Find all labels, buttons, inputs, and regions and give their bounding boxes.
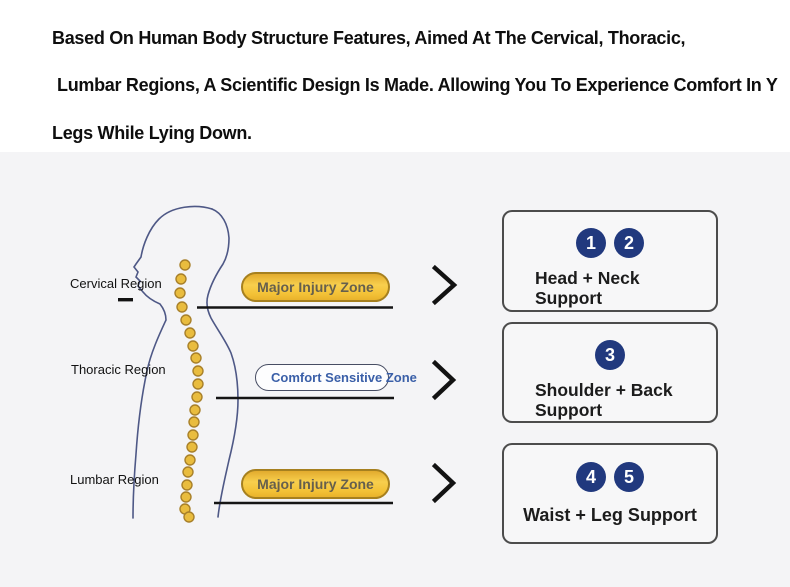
zone-pill-major-injury-cervical: Major Injury Zone (241, 272, 390, 302)
support-card-title: Shoulder + Back Support (504, 380, 716, 421)
support-card-waist-leg: 4 5 Waist + Leg Support (502, 443, 718, 544)
support-card-head-neck: 1 2 Head + Neck Support (502, 210, 718, 312)
number-badge-4: 4 (576, 462, 606, 492)
spine-dots (174, 259, 204, 523)
zone-pill-major-injury-lumbar: Major Injury Zone (241, 469, 390, 499)
chevron-right-icon (431, 359, 457, 401)
number-badges: 4 5 (504, 462, 716, 492)
support-card-title-line2: Support (535, 399, 603, 420)
number-badges: 1 2 (504, 228, 716, 258)
number-badges: 3 (504, 340, 716, 370)
region-label-thoracic: Thoracic Region (71, 362, 166, 377)
region-label-lumbar: Lumbar Region (70, 472, 159, 487)
intro-text-line3: Legs While Lying Down. (52, 123, 252, 143)
support-card-title-line2: Support (535, 287, 603, 308)
intro-text-line1: Based On Human Body Structure Features, … (52, 28, 686, 48)
cervical-dash (118, 298, 133, 302)
number-badge-1: 1 (576, 228, 606, 258)
chevron-right-icon (431, 462, 457, 504)
chevron-right-icon (431, 264, 458, 306)
support-card-title-line1: Shoulder + Back (535, 380, 673, 400)
zone-pill-comfort-sensitive-thoracic: Comfort Sensitive Zone (255, 364, 417, 391)
support-card-shoulder-back: 3 Shoulder + Back Support (502, 322, 718, 423)
body-outline-back (206, 208, 239, 518)
support-card-title-line1: Waist + Leg Support (523, 505, 697, 525)
number-badge-2: 2 (614, 228, 644, 258)
support-card-title-line1: Head + Neck (535, 268, 640, 288)
support-card-title: Waist + Leg Support (504, 505, 716, 526)
region-label-cervical: Cervical Region (70, 276, 162, 291)
number-badge-5: 5 (614, 462, 644, 492)
number-badge-3: 3 (595, 340, 625, 370)
intro-text-line2: Lumbar Regions, A Scientific Design Is M… (57, 75, 778, 95)
support-card-title: Head + Neck Support (504, 268, 716, 309)
body-outline-front (132, 205, 213, 519)
